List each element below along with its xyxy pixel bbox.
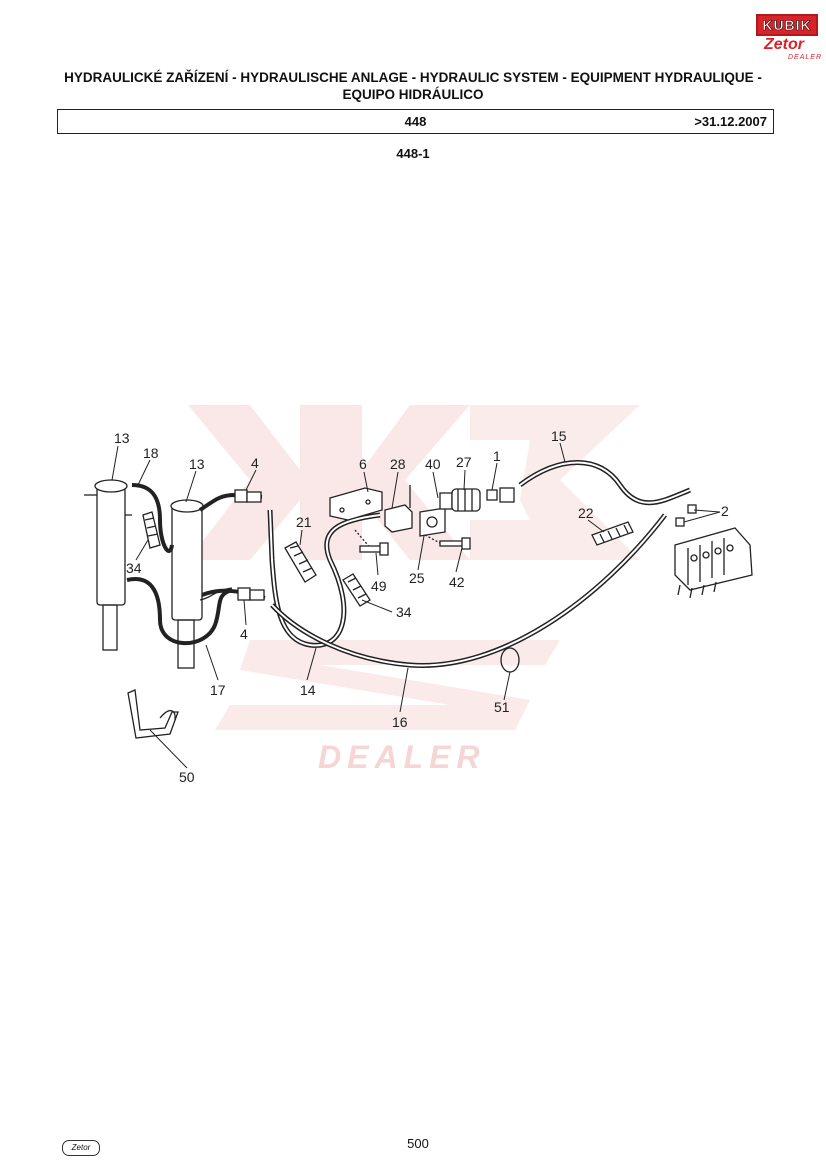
bolt-42 <box>439 537 471 550</box>
group-header-bar: 448 >31.12.2007 <box>57 109 774 134</box>
callout-34: 34 <box>396 604 412 620</box>
hose-17-upper <box>126 577 233 646</box>
callout-28: 28 <box>390 456 406 472</box>
callout-4: 4 <box>240 626 248 642</box>
callout-42: 42 <box>449 574 465 590</box>
dealer-logo-text: DEALER <box>788 54 823 61</box>
page-number: 500 <box>407 1136 429 1151</box>
lift-cylinder-left <box>84 479 132 651</box>
sleeve-34-right <box>342 573 371 607</box>
zetor-logo-text: Zetor <box>764 36 804 53</box>
fitting-4-lower <box>237 587 265 601</box>
bracket-50 <box>127 689 179 739</box>
callout-18: 18 <box>143 445 159 461</box>
figure-number: 448-1 <box>396 146 430 161</box>
plate-25 <box>419 507 446 537</box>
callout-51: 51 <box>494 699 510 715</box>
quick-coupling-27 <box>439 488 481 512</box>
sleeve-34-left <box>142 511 161 549</box>
callout-17: 17 <box>210 682 226 698</box>
footer-zetor-logo: Zetor <box>62 1140 100 1156</box>
callout-2: 2 <box>721 503 729 519</box>
kubik-logo-text: KUBIK <box>762 17 812 34</box>
lift-cylinder-right <box>170 499 204 669</box>
valve-block-28 <box>384 504 413 533</box>
callout-21: 21 <box>296 514 312 530</box>
page-title-line2: EQUIPO HIDRÁULICO <box>342 87 484 102</box>
bolt-49 <box>359 542 389 556</box>
sleeve-22 <box>591 521 634 546</box>
callout-27: 27 <box>456 454 472 470</box>
callout-numbers: 13 18 13 4 6 28 40 27 1 15 2 22 21 34 49… <box>114 428 729 785</box>
callout-1: 1 <box>493 448 501 464</box>
page-title-line1: HYDRAULICKÉ ZAŘÍZENÍ - HYDRAULISCHE ANLA… <box>64 70 762 85</box>
callout-13: 13 <box>189 456 205 472</box>
fitting-4-upper <box>234 489 262 503</box>
nut-1 <box>486 487 515 503</box>
callout-4: 4 <box>251 455 259 471</box>
callout-16: 16 <box>392 714 408 730</box>
validity-date: >31.12.2007 <box>694 114 767 129</box>
sleeve-21 <box>284 541 317 583</box>
leader-lines <box>111 442 721 769</box>
callout-15: 15 <box>551 428 567 444</box>
callout-14: 14 <box>300 682 316 698</box>
hose-17-lower <box>199 587 233 601</box>
callout-40: 40 <box>425 456 441 472</box>
callout-49: 49 <box>371 578 387 594</box>
watermark-text: DEALER <box>318 739 486 775</box>
kubik-zetor-logo: KUBIK Zetor DEALER <box>756 14 821 66</box>
callout-6: 6 <box>359 456 367 472</box>
control-valve-unit <box>674 527 753 599</box>
callout-13: 13 <box>114 430 130 446</box>
hose-18 <box>131 483 174 553</box>
callout-34: 34 <box>126 560 142 576</box>
callout-22: 22 <box>578 505 594 521</box>
kubik-logo-box: KUBIK <box>756 14 818 36</box>
callout-25: 25 <box>409 570 425 586</box>
callout-50: 50 <box>179 769 195 785</box>
fittings-2 <box>675 504 697 527</box>
group-number: 448 <box>404 114 427 129</box>
